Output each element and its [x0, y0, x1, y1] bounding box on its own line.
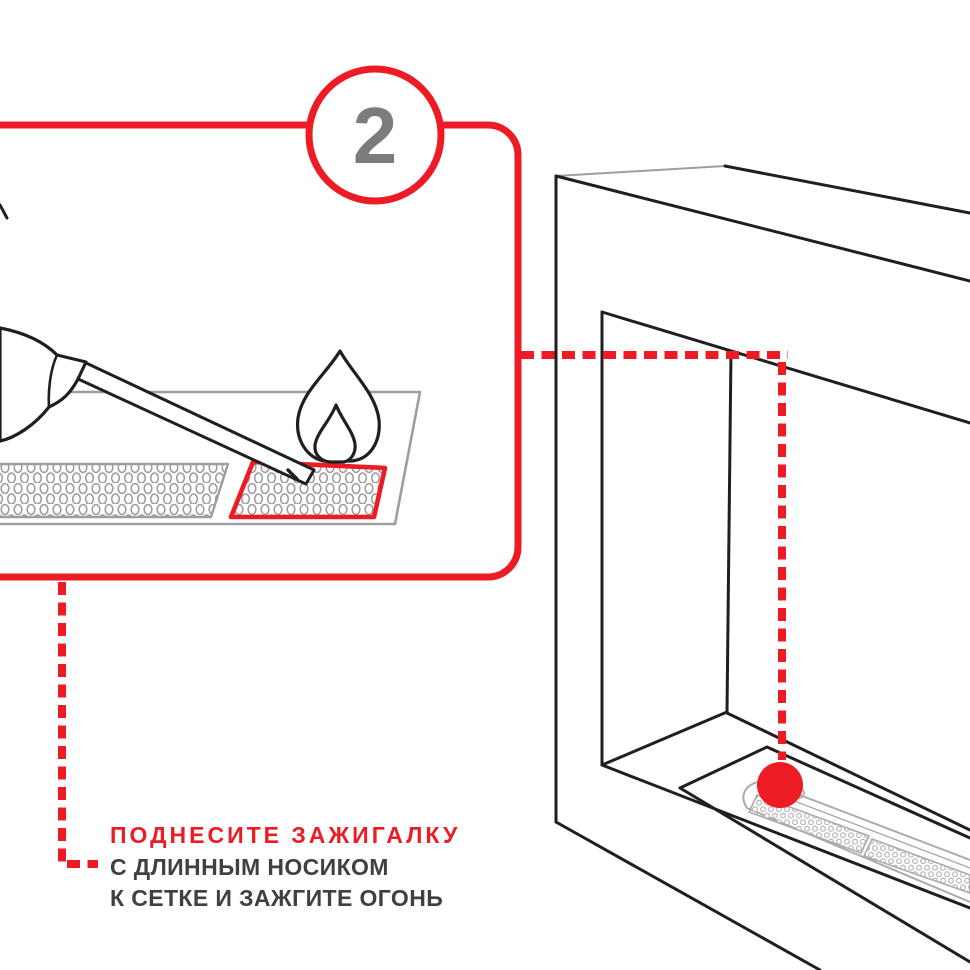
floor-back-edge [725, 711, 970, 832]
step-circle [305, 65, 445, 205]
pit-back-edge [765, 745, 970, 840]
burner-tray-closeup [0, 203, 422, 526]
caption-line-2: С ДЛИННЫМ НОСИКОМ [110, 853, 389, 880]
flame-icon [296, 349, 381, 464]
top-front-edge [554, 174, 970, 283]
mesh-panel-left [0, 462, 230, 519]
caption-line-3: К СЕТКЕ И ЗАЖГИТЕ ОГОНЬ [110, 885, 444, 911]
top-back-edge [723, 164, 970, 215]
pointer-connectors [58, 351, 788, 868]
bottom-front-edge [554, 820, 822, 970]
caption-block: ПОДНЕСИТЕ ЗАЖИГАЛКУ С ДЛИННЫМ НОСИКОМ К … [110, 820, 460, 915]
tray-outline [0, 390, 422, 526]
trough-inner-line [767, 790, 970, 869]
top-back-sliver-line [555, 165, 726, 177]
long-nose-lighter-icon [0, 203, 316, 486]
inner-back-corner-edge [725, 349, 733, 714]
pit-front-edge [678, 786, 970, 964]
step-number: 2 [353, 91, 398, 180]
mesh-panel-highlighted [228, 459, 388, 520]
fireplace-insert-drawing [554, 164, 970, 970]
lighter-tip-notch [286, 468, 299, 481]
sidewall-bottom-edge [600, 710, 729, 767]
burner-mesh-icon [862, 837, 970, 894]
step-badge: 2 [305, 65, 445, 205]
dotted-line-to-caption [58, 582, 98, 868]
burner-mesh-icon [747, 793, 871, 855]
lighter-edge-fragment [0, 203, 9, 220]
pit-left-edge [678, 745, 769, 790]
caption-line-1: ПОДНЕСИТЕ ЗАЖИГАЛКУ [110, 822, 461, 848]
target-point-dot [757, 762, 803, 808]
floor-front-edge [600, 763, 970, 910]
